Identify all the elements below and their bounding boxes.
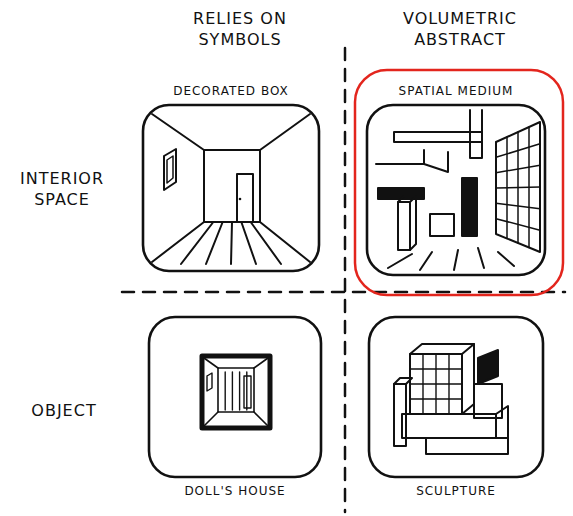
- floor-line: [206, 222, 223, 264]
- grid-wall: [496, 122, 540, 252]
- sketch-line: [204, 412, 218, 426]
- sketch-line: [260, 114, 310, 150]
- black-block: [478, 350, 498, 384]
- sketch-line: [152, 114, 204, 150]
- picture-frame: [164, 149, 176, 190]
- row-header: INTERIOR SPACE: [6, 168, 118, 210]
- panel-sketch: [146, 314, 324, 480]
- grid-line: [496, 219, 540, 231]
- sketch: [143, 105, 319, 271]
- panel-sketch: [140, 102, 322, 274]
- step-block: [496, 406, 508, 438]
- rounded-frame: [149, 317, 321, 477]
- sketch: [369, 317, 543, 477]
- pillar: [398, 196, 416, 202]
- sketch: [367, 105, 545, 275]
- column-header: RELIES ON SYMBOLS: [165, 8, 315, 50]
- sketch-panel: SCULPTURE: [366, 314, 546, 502]
- grid-line: [496, 203, 540, 208]
- window-symbol: [207, 373, 212, 391]
- rounded-frame: [367, 105, 545, 275]
- panel-sketch: [366, 314, 546, 480]
- panel-label: SCULPTURE: [416, 480, 496, 502]
- door-symbol: [244, 376, 251, 408]
- pillar: [394, 378, 412, 384]
- picture-frame: [167, 156, 173, 183]
- pillar: [398, 202, 410, 250]
- step-block: [402, 414, 496, 438]
- sketch-line: [260, 222, 310, 262]
- back-wall: [204, 150, 260, 222]
- panel-label: DECORATED BOX: [173, 80, 289, 102]
- ceiling-line: [424, 152, 448, 172]
- highlight-outline: [355, 70, 563, 295]
- pillar: [394, 384, 406, 446]
- sketch-panel: DOLL'S HOUSE: [146, 314, 324, 502]
- door-symbol: [237, 174, 253, 222]
- wall-stripe: [246, 372, 247, 410]
- black-slab: [462, 178, 477, 236]
- floor-line: [478, 248, 484, 268]
- wall-stripe: [224, 372, 225, 410]
- sketch-line: [152, 222, 204, 262]
- sketch-panel: SPATIAL MEDIUM: [364, 80, 548, 278]
- sketch-line: [254, 412, 268, 426]
- column-divider: [344, 48, 347, 512]
- doll-house-box: [202, 356, 270, 428]
- panel-label: SPATIAL MEDIUM: [399, 80, 514, 102]
- panel-sketch: [364, 102, 548, 278]
- step-block: [426, 438, 508, 454]
- floor-line: [251, 222, 281, 264]
- sketch: [149, 317, 321, 477]
- back-wall: [218, 368, 254, 412]
- floor-line: [241, 222, 256, 264]
- sketch-line: [204, 358, 218, 368]
- grid-block: [410, 344, 474, 354]
- grid-line: [496, 144, 540, 158]
- pillar: [410, 196, 416, 250]
- sketch-panel: DECORATED BOX: [140, 80, 322, 274]
- grid-block: [410, 354, 462, 414]
- floor-line: [388, 254, 412, 268]
- panel-label: DOLL'S HOUSE: [184, 480, 285, 502]
- floor-line: [498, 252, 514, 266]
- column-header: VOLUMETRIC ABSTRACT: [380, 8, 540, 50]
- wall-stripe: [232, 372, 233, 410]
- grid-line: [496, 165, 540, 172]
- floor-line: [231, 222, 232, 264]
- beam: [470, 110, 482, 158]
- floor-line: [420, 252, 432, 270]
- grid-line: [448, 354, 449, 414]
- grid-line: [410, 383, 462, 384]
- row-header: OBJECT: [14, 400, 114, 421]
- rounded-frame: [369, 317, 543, 477]
- grid-block: [462, 344, 474, 414]
- wall-stripe: [239, 372, 240, 410]
- row-divider: [122, 291, 565, 294]
- beam: [394, 132, 482, 142]
- floor-line: [454, 250, 458, 270]
- black-slab: [378, 188, 424, 199]
- rounded-frame: [143, 105, 319, 271]
- sketch-line: [254, 358, 268, 368]
- door-knob: [239, 198, 242, 201]
- grid-line: [496, 187, 540, 188]
- grid-line: [410, 398, 462, 399]
- block: [430, 214, 454, 236]
- ceiling-line: [376, 150, 424, 164]
